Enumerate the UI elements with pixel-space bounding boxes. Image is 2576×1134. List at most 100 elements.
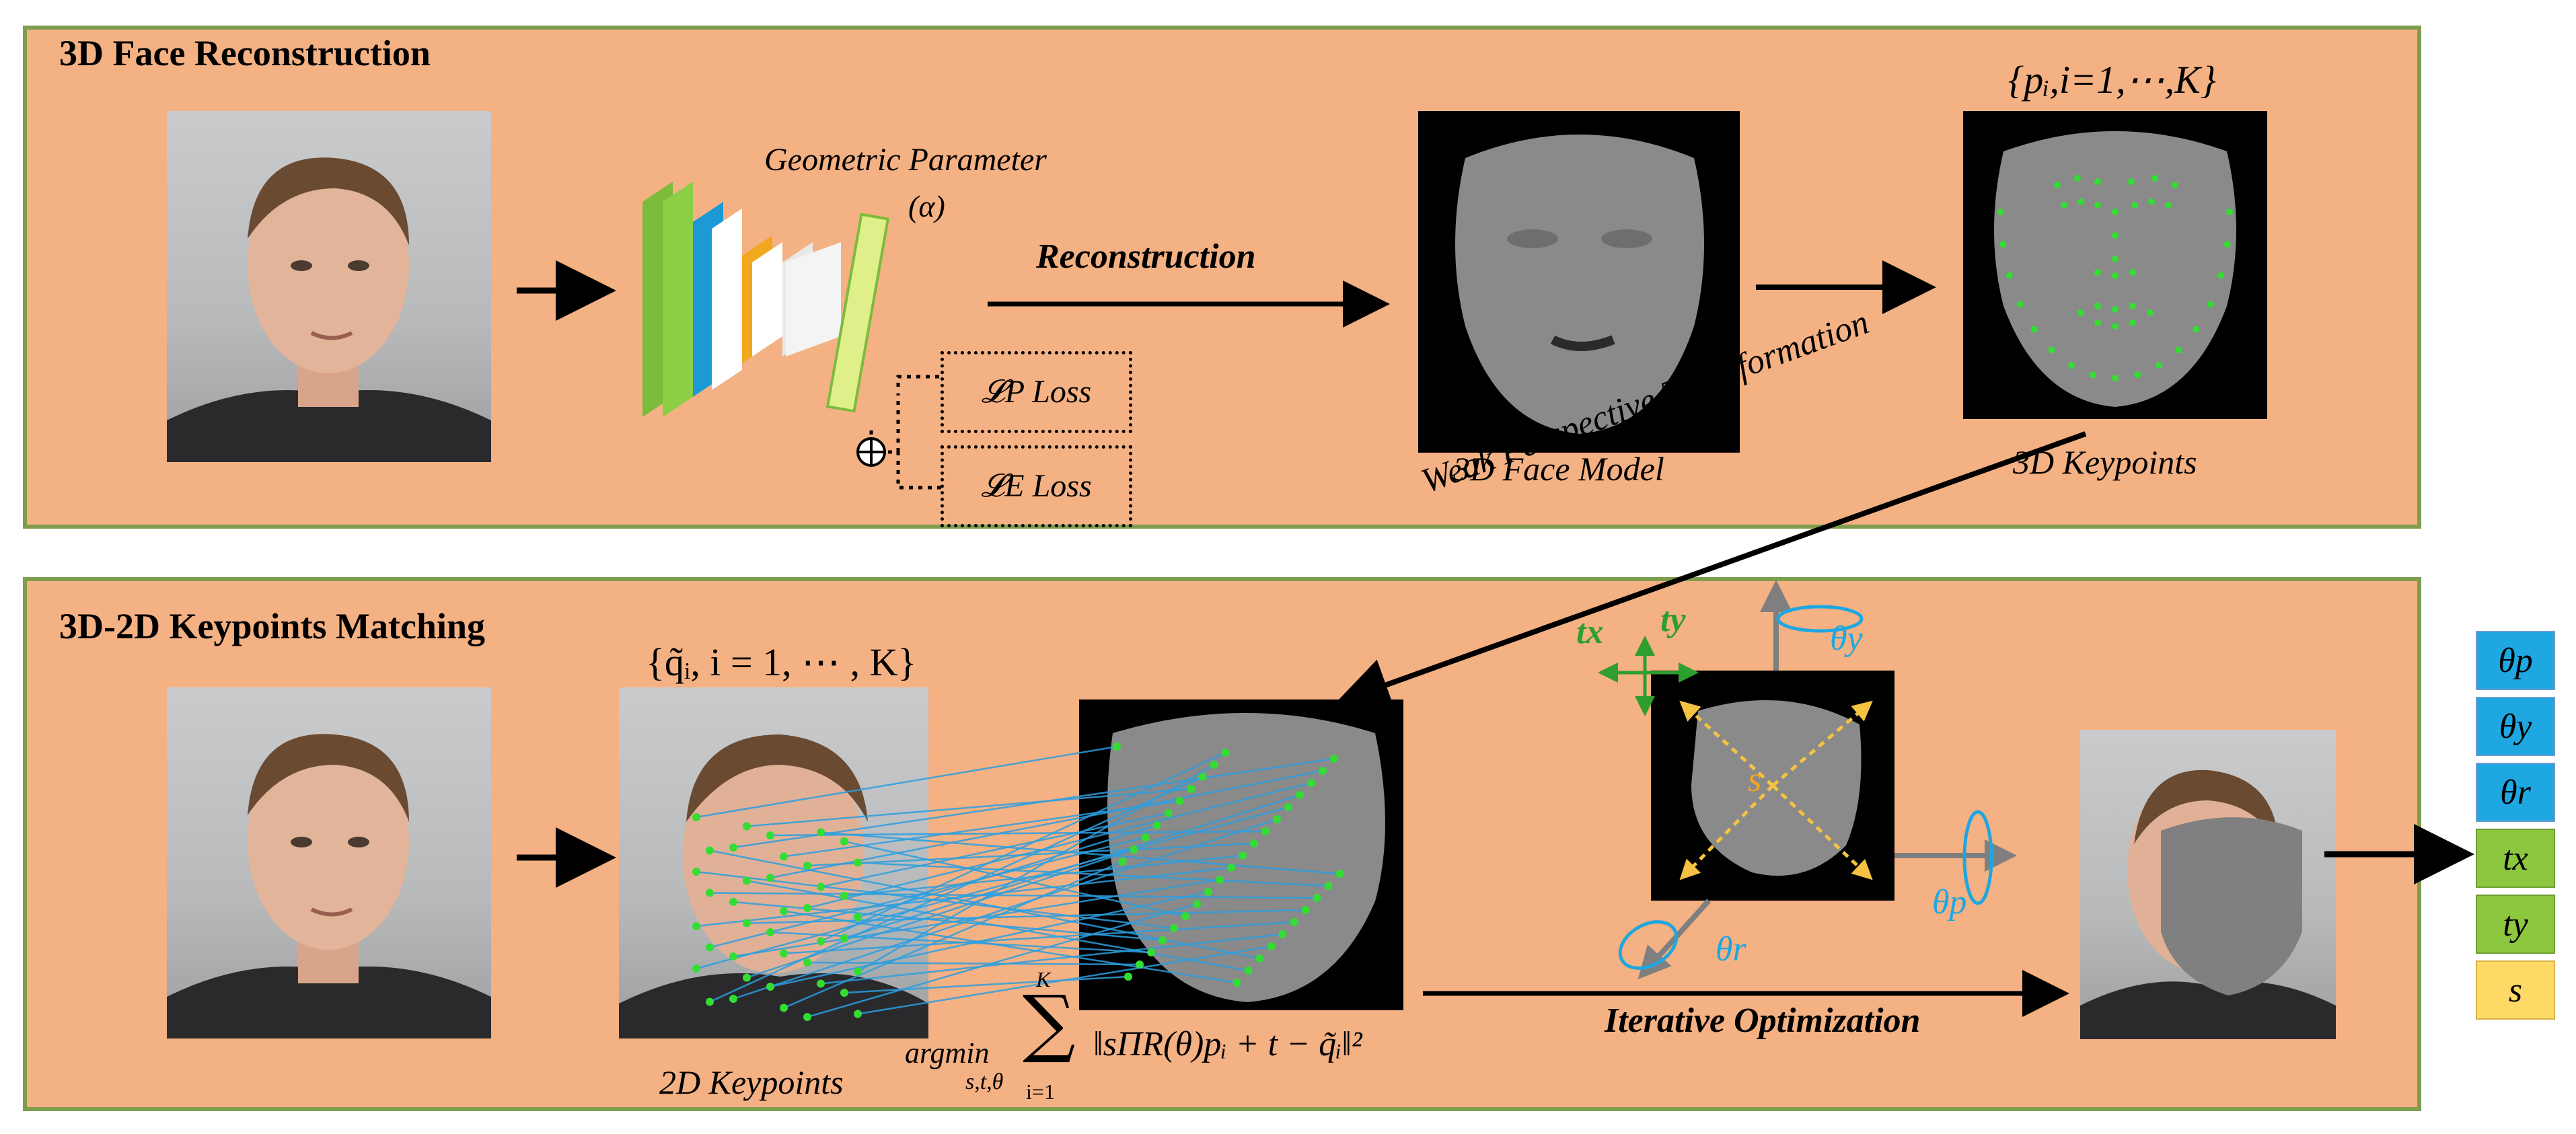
reconstruction-label: Reconstruction [1036,237,1256,276]
keypoint-dot [1130,845,1138,854]
person-illustration [619,734,928,1038]
keypoint-dot [2061,202,2067,209]
keypoint-dot [1187,785,1195,793]
keypoint-dot [1330,755,1338,763]
keypoint-dot [2147,309,2154,316]
keypoint-dot [706,846,714,855]
keypoint-dot [2094,303,2101,309]
loss-e-label: 𝓛E Loss [981,468,1092,504]
keypoint-dot [2074,175,2081,182]
match-line [709,776,1204,1003]
match-line [746,788,1191,827]
keypoint-dot [1301,906,1310,914]
keypoint-dot [1216,876,1224,884]
keypoint-dot [840,989,848,997]
loss-e-box: 𝓛E Loss [941,445,1132,527]
face-mesh-illustration [1994,131,2236,407]
match-line [820,933,1283,985]
keypoint-dot [1284,803,1292,811]
keypoints-3d-label: 3D Keypoints [2013,443,2197,481]
match-line [696,745,1117,819]
keypoint-dot [1324,882,1333,890]
keypoint-dot [1239,852,1247,860]
keypoint-dot [1170,924,1178,932]
keypoint-dot [2054,182,2061,188]
match-line [696,866,1232,928]
keypoint-dot [1267,942,1276,950]
keypoint-dot [2094,178,2101,185]
input-face-photo-top [167,111,491,462]
keypoint-dot [1335,870,1344,878]
keypoint-dot [1204,888,1212,896]
objective-sum-upper: K [1036,967,1051,991]
keypoint-dot [692,922,700,930]
keypoint-dot [1118,858,1127,866]
keypoint-dot [2112,272,2119,279]
keypoint-dot [803,1013,811,1021]
keypoint-dot [854,858,862,867]
keypoint-dot [2094,202,2101,209]
keypoint-dot [2094,319,2101,326]
keypoint-dot [706,997,714,1006]
tx-label: tx [1576,613,1604,651]
face-model-label: 3D Face Model [1453,450,1664,488]
keypoint-dot [840,934,848,942]
output-param-theta-r: θr [2476,763,2555,822]
keypoint-dot [2089,371,2096,379]
keypoint-dot [729,995,737,1003]
keypoints-2d-label: 2D Keypoints [659,1063,844,1101]
keypoint-dot [729,843,737,852]
keypoint-dot [1193,900,1201,908]
keypoint-dot [2048,346,2055,354]
cnn-network-icon [642,182,890,417]
person-illustration [2080,769,2336,1039]
keypoint-dot [743,973,751,982]
keypoint-dot [2129,269,2136,276]
match-line [696,806,1289,970]
keypoint-dot [817,937,825,946]
keypoint-dot [766,983,774,991]
person-illustration [167,157,491,462]
keypoint-dot [1278,930,1287,938]
match-line [820,751,1226,942]
keypoint-dot [706,943,714,952]
keypoint-dot [2094,269,2101,276]
keypoint-dot [743,876,751,885]
keypoint-dot [1307,779,1315,787]
keypoint-dot [2165,202,2172,209]
keypoint-dot [1158,936,1167,944]
face-model-render [1418,111,1740,453]
face-mesh-illustration [1455,135,1704,434]
theta-r-label: θr [1716,930,1746,969]
keypoint-dot [854,913,862,921]
keypoint-dot [2129,319,2136,326]
pitch-rotation-icon [1962,810,1993,905]
ty-label: ty [1660,601,1686,639]
match-line [709,849,1260,960]
theta-p-label: θp [1932,883,1967,921]
roll-rotation-icon [1618,920,1679,970]
match-line [844,975,1129,994]
sum-symbol-icon: ∑ [1023,979,1076,1065]
keypoint-dot [1997,209,2004,215]
keypoint-dot [817,979,825,988]
keypoint-dot [743,919,751,928]
keypoint-dot [1152,821,1161,829]
iterative-optimization-label: Iterative Optimization [1605,1001,1921,1040]
keypoint-dot [2175,346,2182,354]
keypoint-dot [2112,209,2119,215]
keypoint-dot [1164,809,1173,817]
keypoint-dot [1221,749,1230,757]
keypoint-dot [1136,960,1144,969]
translation-icon [1598,636,1699,716]
geometric-parameter-label: Geometric Parameter [764,142,1047,178]
input-face-photo-bottom [167,687,491,1038]
keypoint-dot [2131,202,2138,209]
alpha-label: (α) [908,189,945,223]
match-line [783,800,1180,858]
keypoint-dot [2112,306,2119,313]
keypoint-dot [1313,894,1321,902]
keypoint-dot [2128,178,2135,185]
output-param-s: s [2476,960,2555,1020]
keypoint-dot [692,868,700,876]
